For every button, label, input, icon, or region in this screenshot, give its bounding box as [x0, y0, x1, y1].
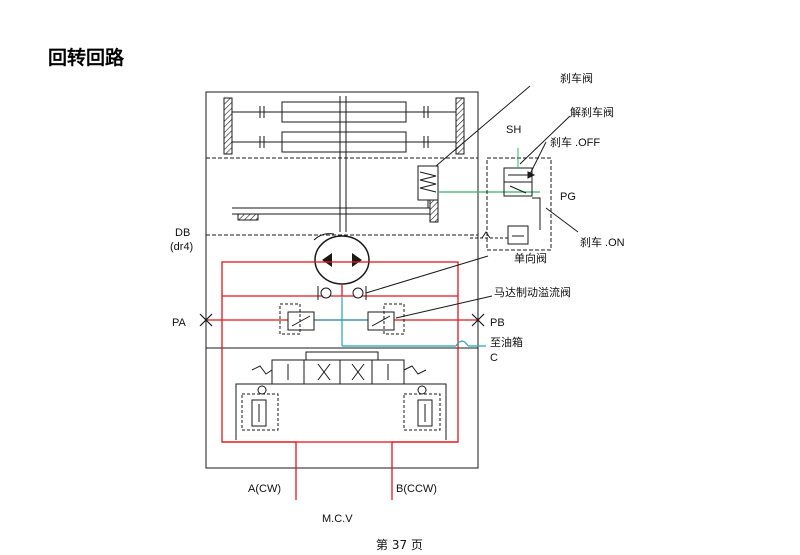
control-valve-spool [251, 351, 427, 385]
label-db: DB [175, 227, 190, 239]
label-sh: SH [506, 124, 521, 136]
brake-release-valve [470, 148, 552, 251]
label-motor-relief: 马达制动溢流阀 [494, 285, 571, 299]
label-a-cw: A(CW) [248, 483, 281, 495]
swing-housing [205, 91, 479, 469]
reduction-gear [223, 96, 465, 158]
label-pg: PG [560, 191, 576, 203]
label-brake-off: 刹车 .OFF [550, 135, 600, 149]
label-brake-on: 刹车 .ON [580, 235, 625, 249]
label-mcv: M.C.V [322, 513, 353, 525]
hydraulic-motor [313, 233, 370, 285]
label-release-brake-valve: 解刹车阀 [570, 105, 614, 119]
label-pa: PA [172, 317, 187, 329]
port-markers [199, 313, 485, 327]
relief-valves [279, 303, 405, 335]
page-title: 回转回路 [48, 46, 125, 69]
reducing-valve-right [403, 383, 447, 440]
check-valves [317, 286, 367, 300]
output-shaft [232, 158, 439, 232]
label-c: C [490, 352, 498, 364]
page-number: 第 37 页 [376, 538, 423, 552]
label-b-ccw: B(CCW) [396, 483, 437, 495]
label-check-valve: 单向阀 [514, 251, 547, 265]
label-pb: PB [490, 317, 505, 329]
label-dr4: (dr4) [170, 241, 193, 253]
label-brake-valve: 刹车阀 [560, 71, 593, 85]
label-to-tank: 至油箱 [490, 335, 523, 349]
leader-lines [365, 85, 579, 319]
brake-cylinder [417, 165, 439, 208]
reducing-valve-left [235, 383, 279, 440]
